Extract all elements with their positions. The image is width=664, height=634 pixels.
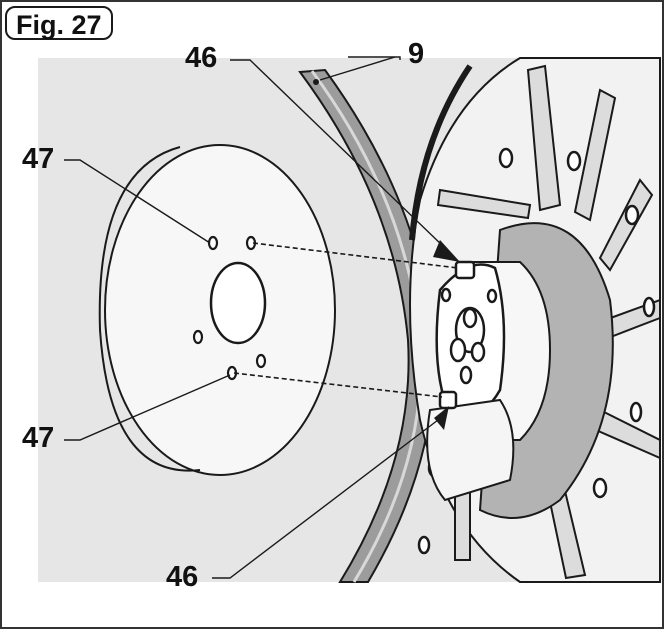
cover-disc-center-hole xyxy=(209,261,267,345)
wheel-rim-edge xyxy=(409,64,473,241)
hub-lever xyxy=(426,398,515,502)
cover-disc-rim xyxy=(98,146,201,472)
pin-46-lower xyxy=(438,390,458,410)
figure-label: Fig. 27 xyxy=(5,6,113,40)
leader-lines xyxy=(64,56,446,579)
alignment-lines xyxy=(233,242,459,398)
wheel-ribs xyxy=(436,64,661,580)
pin-46-upper xyxy=(454,260,476,280)
leader-dot-9 xyxy=(313,79,319,85)
callout-47-lower: 47 xyxy=(22,422,55,454)
hub-center-details xyxy=(440,287,498,385)
callout-46-bottom: 46 xyxy=(166,561,199,593)
callout-47-upper: 47 xyxy=(22,143,55,175)
arrow-lower xyxy=(434,406,449,430)
callout-46-top: 46 xyxy=(185,42,218,74)
callout-9: 9 xyxy=(408,38,425,70)
arrow-upper xyxy=(433,240,460,262)
